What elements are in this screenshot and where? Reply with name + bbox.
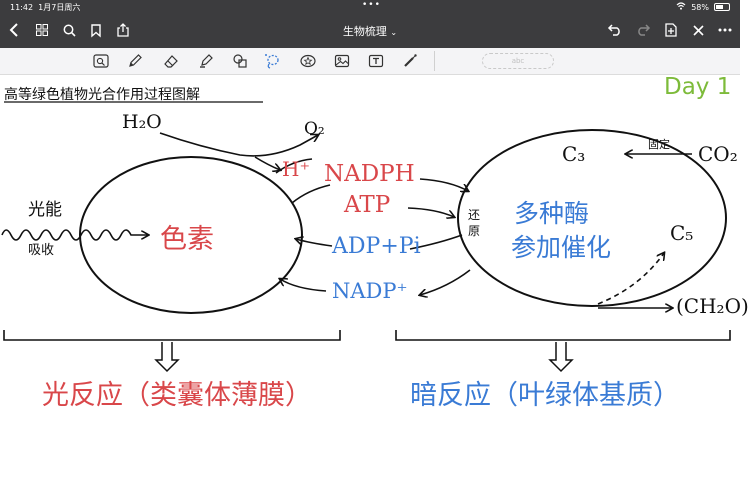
nadph-label: NADPH bbox=[324, 161, 415, 187]
tool-bar: abc bbox=[0, 48, 740, 75]
chevron-down-icon[interactable]: ⌄ bbox=[390, 28, 398, 37]
stroma-ellipse bbox=[457, 129, 727, 307]
laser-icon[interactable] bbox=[401, 52, 419, 70]
nadp-plus-label: NADP⁺ bbox=[332, 279, 408, 303]
status-bar: 11:42 1月7日周六 ••• 58% bbox=[0, 0, 740, 14]
atp-line bbox=[291, 184, 331, 204]
light-reaction-label: 光反应（类囊体薄膜） bbox=[42, 380, 312, 411]
wifi-icon bbox=[676, 2, 686, 12]
water-label: H₂O bbox=[122, 111, 162, 133]
close-icon[interactable] bbox=[688, 20, 708, 40]
undo-icon[interactable] bbox=[605, 20, 625, 40]
ch2o-label: (CH₂O) bbox=[676, 294, 749, 318]
reduction-char-2: 原 bbox=[468, 224, 481, 238]
highlighter-icon[interactable] bbox=[197, 52, 215, 70]
c5-regeneration-arrow bbox=[597, 253, 664, 305]
atp-label: ATP bbox=[344, 192, 391, 218]
co2-label: CO₂ bbox=[698, 142, 738, 166]
dark-down-arrow bbox=[548, 342, 574, 373]
light-energy-label: 光能 bbox=[28, 200, 62, 220]
battery-level bbox=[716, 5, 723, 9]
day-label: Day 1 bbox=[664, 74, 732, 100]
light-energy-arrow bbox=[1, 229, 148, 241]
note-canvas[interactable]: 高等绿色植物光合作用过程图解 Day 1 H₂O O₂ H⁺ 光能 吸收 色素 … bbox=[0, 74, 749, 500]
dark-reaction-bracket bbox=[395, 330, 731, 341]
share-icon[interactable] bbox=[113, 20, 133, 40]
status-time: 11:42 bbox=[10, 3, 34, 12]
light-reaction-bracket bbox=[3, 330, 341, 341]
nadph-arrow bbox=[419, 178, 468, 191]
lasso-icon[interactable] bbox=[263, 52, 281, 70]
bookmark-icon[interactable] bbox=[86, 20, 106, 40]
dark-reaction-label: 暗反应（叶绿体基质） bbox=[410, 380, 680, 411]
light-down-arrow bbox=[154, 342, 180, 373]
note-heading: 高等绿色植物光合作用过程图解 bbox=[4, 87, 200, 103]
battery-percent: 58% bbox=[691, 2, 709, 12]
enzymes-line-2: 参加催化 bbox=[511, 233, 612, 262]
toolbar-divider bbox=[434, 51, 435, 71]
c3-label: C₃ bbox=[562, 142, 586, 166]
nadp-arrow bbox=[420, 269, 471, 295]
adp-return-arrow bbox=[296, 239, 333, 247]
absorb-label: 吸收 bbox=[28, 243, 55, 258]
text-icon[interactable] bbox=[367, 52, 385, 70]
nadp-return-arrow bbox=[280, 279, 327, 292]
nav-bar: 生物梳理 ⌄ bbox=[0, 14, 740, 48]
atp-arrow bbox=[407, 207, 454, 217]
back-icon[interactable] bbox=[4, 20, 24, 40]
tool-text-field[interactable]: abc bbox=[482, 53, 554, 69]
more-icon[interactable] bbox=[715, 20, 735, 40]
add-page-icon[interactable] bbox=[661, 20, 681, 40]
status-date: 1月7日周六 bbox=[38, 3, 81, 12]
shapes-icon[interactable] bbox=[231, 52, 249, 70]
h-plus-label: H⁺ bbox=[282, 157, 310, 181]
eraser-icon[interactable] bbox=[162, 52, 180, 70]
document-title[interactable]: 生物梳理 bbox=[342, 25, 387, 38]
status-time-date: 11:42 1月7日周六 bbox=[10, 2, 80, 13]
thylakoid-ellipse bbox=[79, 156, 303, 314]
zoom-icon[interactable] bbox=[92, 52, 110, 70]
diagram-drawing bbox=[1, 101, 731, 373]
redo-icon[interactable] bbox=[633, 20, 653, 40]
water-to-oxygen-arrow bbox=[159, 132, 318, 157]
c5-label: C₅ bbox=[670, 221, 694, 245]
fixation-label: 固定 bbox=[648, 138, 670, 151]
nadph-line bbox=[275, 158, 313, 174]
search-icon[interactable] bbox=[59, 20, 79, 40]
reduction-char-1: 还 bbox=[468, 208, 481, 222]
battery-icon bbox=[714, 3, 730, 11]
water-to-h-arrow bbox=[254, 156, 280, 170]
adp-line bbox=[409, 234, 463, 250]
grid-icon[interactable] bbox=[32, 20, 52, 40]
sticker-icon[interactable] bbox=[299, 52, 317, 70]
document-title-bar: 生物梳理 ⌄ bbox=[0, 23, 740, 39]
pen-icon[interactable] bbox=[126, 52, 144, 70]
image-icon[interactable] bbox=[333, 52, 351, 70]
multitask-dots[interactable]: ••• bbox=[362, 0, 381, 10]
status-right: 58% bbox=[676, 2, 730, 12]
pigment-label: 色素 bbox=[160, 224, 214, 255]
enzymes-line-1: 多种酶 bbox=[514, 199, 590, 228]
adp-pi-label: ADP+Pi bbox=[332, 234, 421, 259]
oxygen-label: O₂ bbox=[304, 119, 325, 139]
